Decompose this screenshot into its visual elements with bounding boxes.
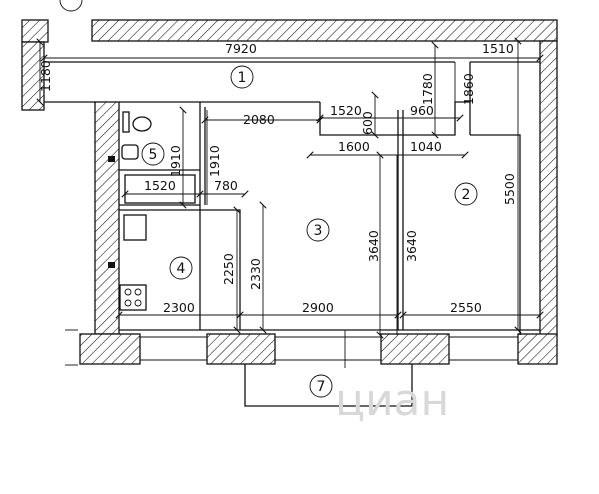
dim-step-600: 600 — [360, 111, 375, 135]
wall-bottom-1 — [79, 333, 141, 365]
dim-bath-width: 1520 — [144, 178, 176, 193]
wall-right — [539, 40, 558, 336]
room-1-label: 1 — [238, 70, 247, 86]
room-2-label: 2 — [462, 187, 471, 203]
room-4-label: 4 — [177, 261, 186, 277]
room-7-marker: 7 — [309, 374, 333, 398]
watermark: циан — [335, 375, 449, 426]
dim-notch-width: 1780 — [420, 73, 435, 105]
balcony-outline — [244, 364, 413, 407]
dim-step-960: 960 — [410, 103, 434, 118]
room-2-marker: 2 — [454, 182, 478, 206]
room-5-label: 5 — [149, 147, 158, 163]
wall-bottom-2 — [206, 333, 276, 365]
room-3-marker: 3 — [306, 218, 330, 242]
dim-room3-height-2: 3640 — [404, 230, 419, 262]
dim-corridor-length: 7920 — [225, 41, 257, 56]
dim-bath-height: 1910 — [168, 145, 183, 177]
room-7-label: 7 — [317, 379, 326, 395]
windows — [140, 330, 518, 368]
dim-room3-height: 3640 — [366, 230, 381, 262]
dim-kitchen-width: 2300 — [163, 300, 195, 315]
dim-room2-length: 5500 — [502, 173, 517, 205]
dim-bath-offset: 780 — [214, 178, 238, 193]
wall-top-left — [21, 19, 49, 43]
dim-corridor-width: 1180 — [38, 60, 53, 92]
dim-room3-top: 1600 — [338, 139, 370, 154]
wall-left — [94, 101, 120, 335]
dim-bath-height-2: 1910 — [207, 145, 222, 177]
wall-top — [91, 19, 558, 42]
wall-bottom-4 — [517, 333, 558, 365]
room-1-marker: 1 — [230, 65, 254, 89]
dim-step-1520: 1520 — [330, 103, 362, 118]
dimension-lines — [36, 37, 544, 366]
room-marker-partial — [59, 0, 83, 12]
room-5-marker: 5 — [141, 142, 165, 166]
dim-notch-height: 1860 — [461, 73, 476, 105]
dim-room3-wall: 2080 — [243, 112, 275, 127]
dim-kitchen-height-2: 2330 — [248, 258, 263, 290]
dim-room3-top-2: 1040 — [410, 139, 442, 154]
wall-bottom-3 — [380, 333, 450, 365]
dim-room2-width: 1510 — [482, 41, 514, 56]
room-3-label: 3 — [314, 223, 323, 239]
dim-kitchen-height: 2250 — [221, 253, 236, 285]
room-4-marker: 4 — [169, 256, 193, 280]
dim-room3-width: 2900 — [302, 300, 334, 315]
dim-room2-bottom-width: 2550 — [450, 300, 482, 315]
